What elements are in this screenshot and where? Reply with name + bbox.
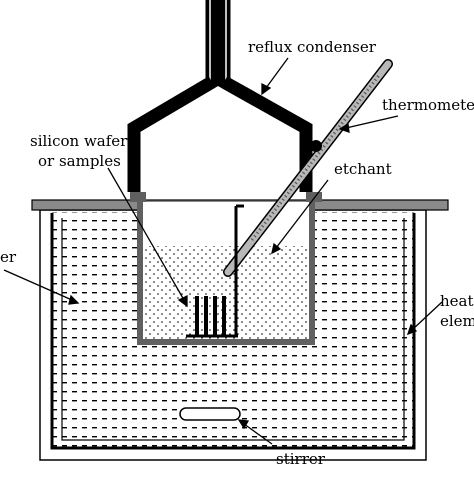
vessel-wall [137,196,315,345]
reflux-condenser [127,0,322,202]
label-heater-line2: elem [440,312,474,330]
label-thermometer: thermometer [382,96,474,114]
stirrer-bar [179,407,241,421]
labels: reflux condenser thermometer silicon waf… [0,38,474,468]
label-reflux-condenser: reflux condenser [248,38,377,56]
thermometer [223,59,393,277]
label-silicon-wafers-line2: or samples [38,152,121,170]
label-stirrer: stirrer [276,450,326,468]
label-silicon-wafers-line1: silicon wafers [30,132,135,150]
label-heater-line1: heat [440,292,474,310]
label-water-partial: er [0,248,17,266]
label-etchant: etchant [334,160,392,178]
silicon-wafers [195,296,226,336]
thermometer-stopper [310,140,322,152]
sample-holder [186,204,244,338]
leader-arrows [3,57,443,445]
